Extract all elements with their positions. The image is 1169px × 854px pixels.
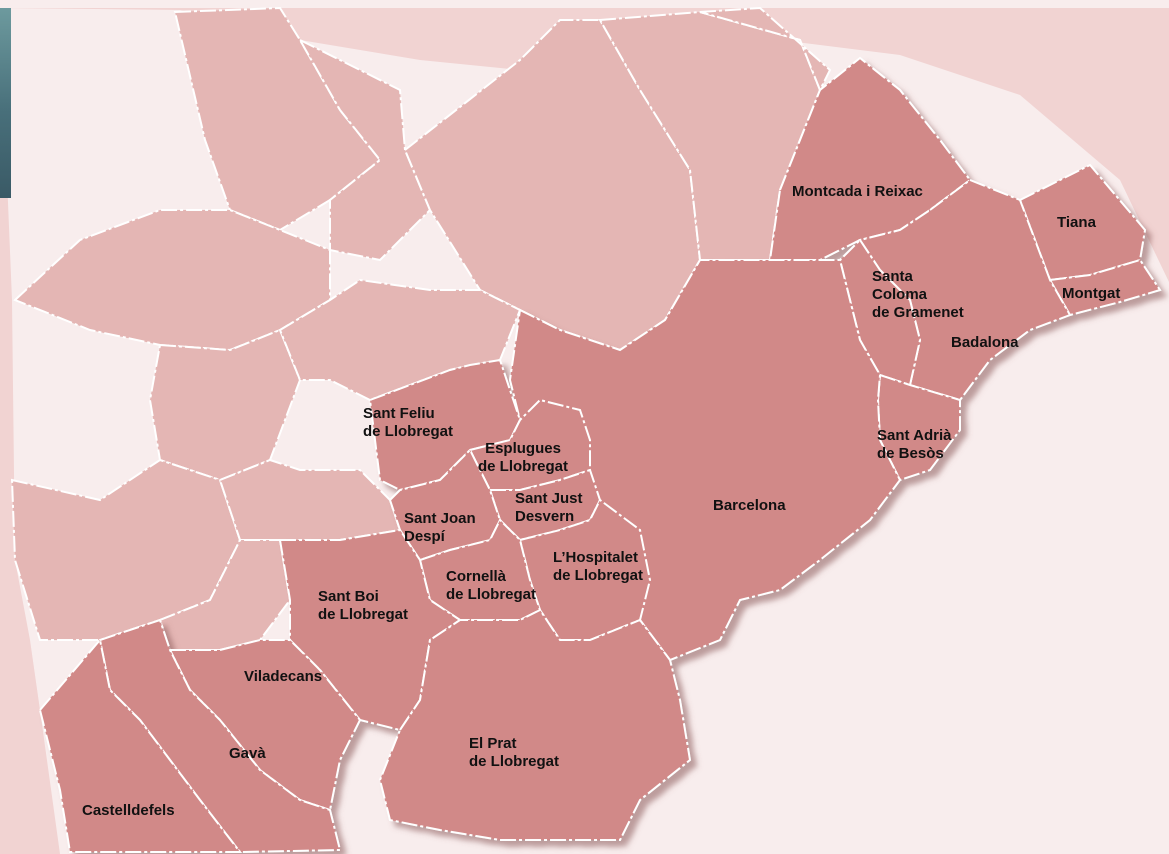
corner-image-strip	[0, 8, 11, 198]
region-north-5	[699, 6, 832, 93]
region-castelldefels	[38, 637, 243, 853]
region-el-prat	[378, 608, 692, 841]
outer-land	[0, 8, 1169, 854]
region-gava	[98, 618, 342, 854]
highlighted-municipalities	[38, 56, 1162, 854]
region-west-1	[13, 209, 331, 352]
neighbour-regions	[10, 6, 832, 651]
region-badalona	[858, 178, 1072, 402]
region-north-2	[297, 37, 432, 262]
region-sant-adria	[876, 373, 961, 482]
